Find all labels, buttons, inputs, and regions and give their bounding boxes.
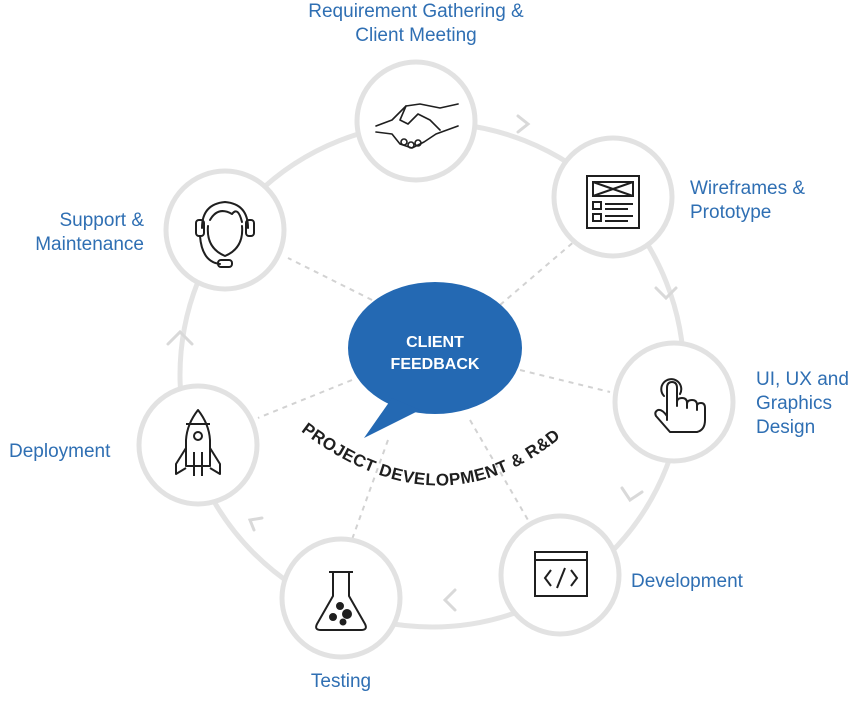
spoke	[287, 257, 373, 301]
label-line: Requirement Gathering &	[308, 1, 524, 22]
label-development: Development	[631, 570, 791, 594]
label-support: Support & Maintenance	[4, 209, 144, 257]
ring-arrow	[516, 114, 531, 134]
label-line: Client Meeting	[355, 25, 477, 46]
label-line: Testing	[310, 671, 372, 692]
label-wireframes: Wireframes & Prototype	[690, 177, 860, 225]
node-requirement	[354, 59, 478, 183]
center-title-line2: FEEDBACK	[391, 356, 480, 373]
label-line: UI, UX and	[756, 369, 849, 390]
label-line: Design	[756, 417, 816, 438]
spoke	[257, 379, 353, 419]
label-line: Wireframes &	[690, 178, 806, 199]
flask-icon	[315, 571, 367, 631]
ring-arrow	[654, 286, 678, 301]
rocket-icon	[175, 409, 221, 476]
node-wireframes	[551, 135, 675, 259]
node-development	[498, 513, 622, 637]
code-window-icon	[534, 551, 588, 597]
center-title-line1: CLIENT	[406, 334, 464, 351]
label-line: Support &	[59, 210, 145, 231]
wireframe-icon	[586, 175, 640, 229]
label-deployment: Deployment	[9, 440, 139, 464]
label-testing: Testing	[280, 670, 402, 694]
pointer-hand-icon	[654, 378, 706, 433]
spokes	[257, 239, 611, 546]
ring-arrows	[166, 114, 678, 612]
label-uiux: UI, UX and Graphics Design	[756, 368, 866, 440]
label-requirement: Requirement Gathering & Client Meeting	[256, 0, 576, 48]
node-uiux	[612, 340, 736, 464]
node-support	[163, 168, 287, 292]
ring-arrow	[247, 516, 264, 532]
ring-arrow	[442, 588, 457, 612]
headset-icon	[195, 201, 255, 268]
client-feedback-bubble: CLIENT FEEDBACK	[348, 282, 522, 438]
label-line: Deployment	[9, 441, 111, 462]
label-line: Maintenance	[35, 234, 144, 255]
arc-caption: PROJECT DEVELOPMENT & R&D	[298, 419, 563, 490]
node-deployment	[136, 383, 260, 507]
label-line: Graphics	[756, 393, 833, 414]
spoke	[519, 369, 611, 393]
handshake-icon	[375, 103, 459, 149]
spoke	[349, 439, 389, 546]
ring-arrow	[166, 329, 194, 346]
label-line: Prototype	[690, 202, 772, 223]
ring-arrow	[620, 486, 644, 503]
label-line: Development	[631, 571, 743, 592]
spoke	[499, 239, 577, 306]
node-testing	[279, 536, 403, 660]
